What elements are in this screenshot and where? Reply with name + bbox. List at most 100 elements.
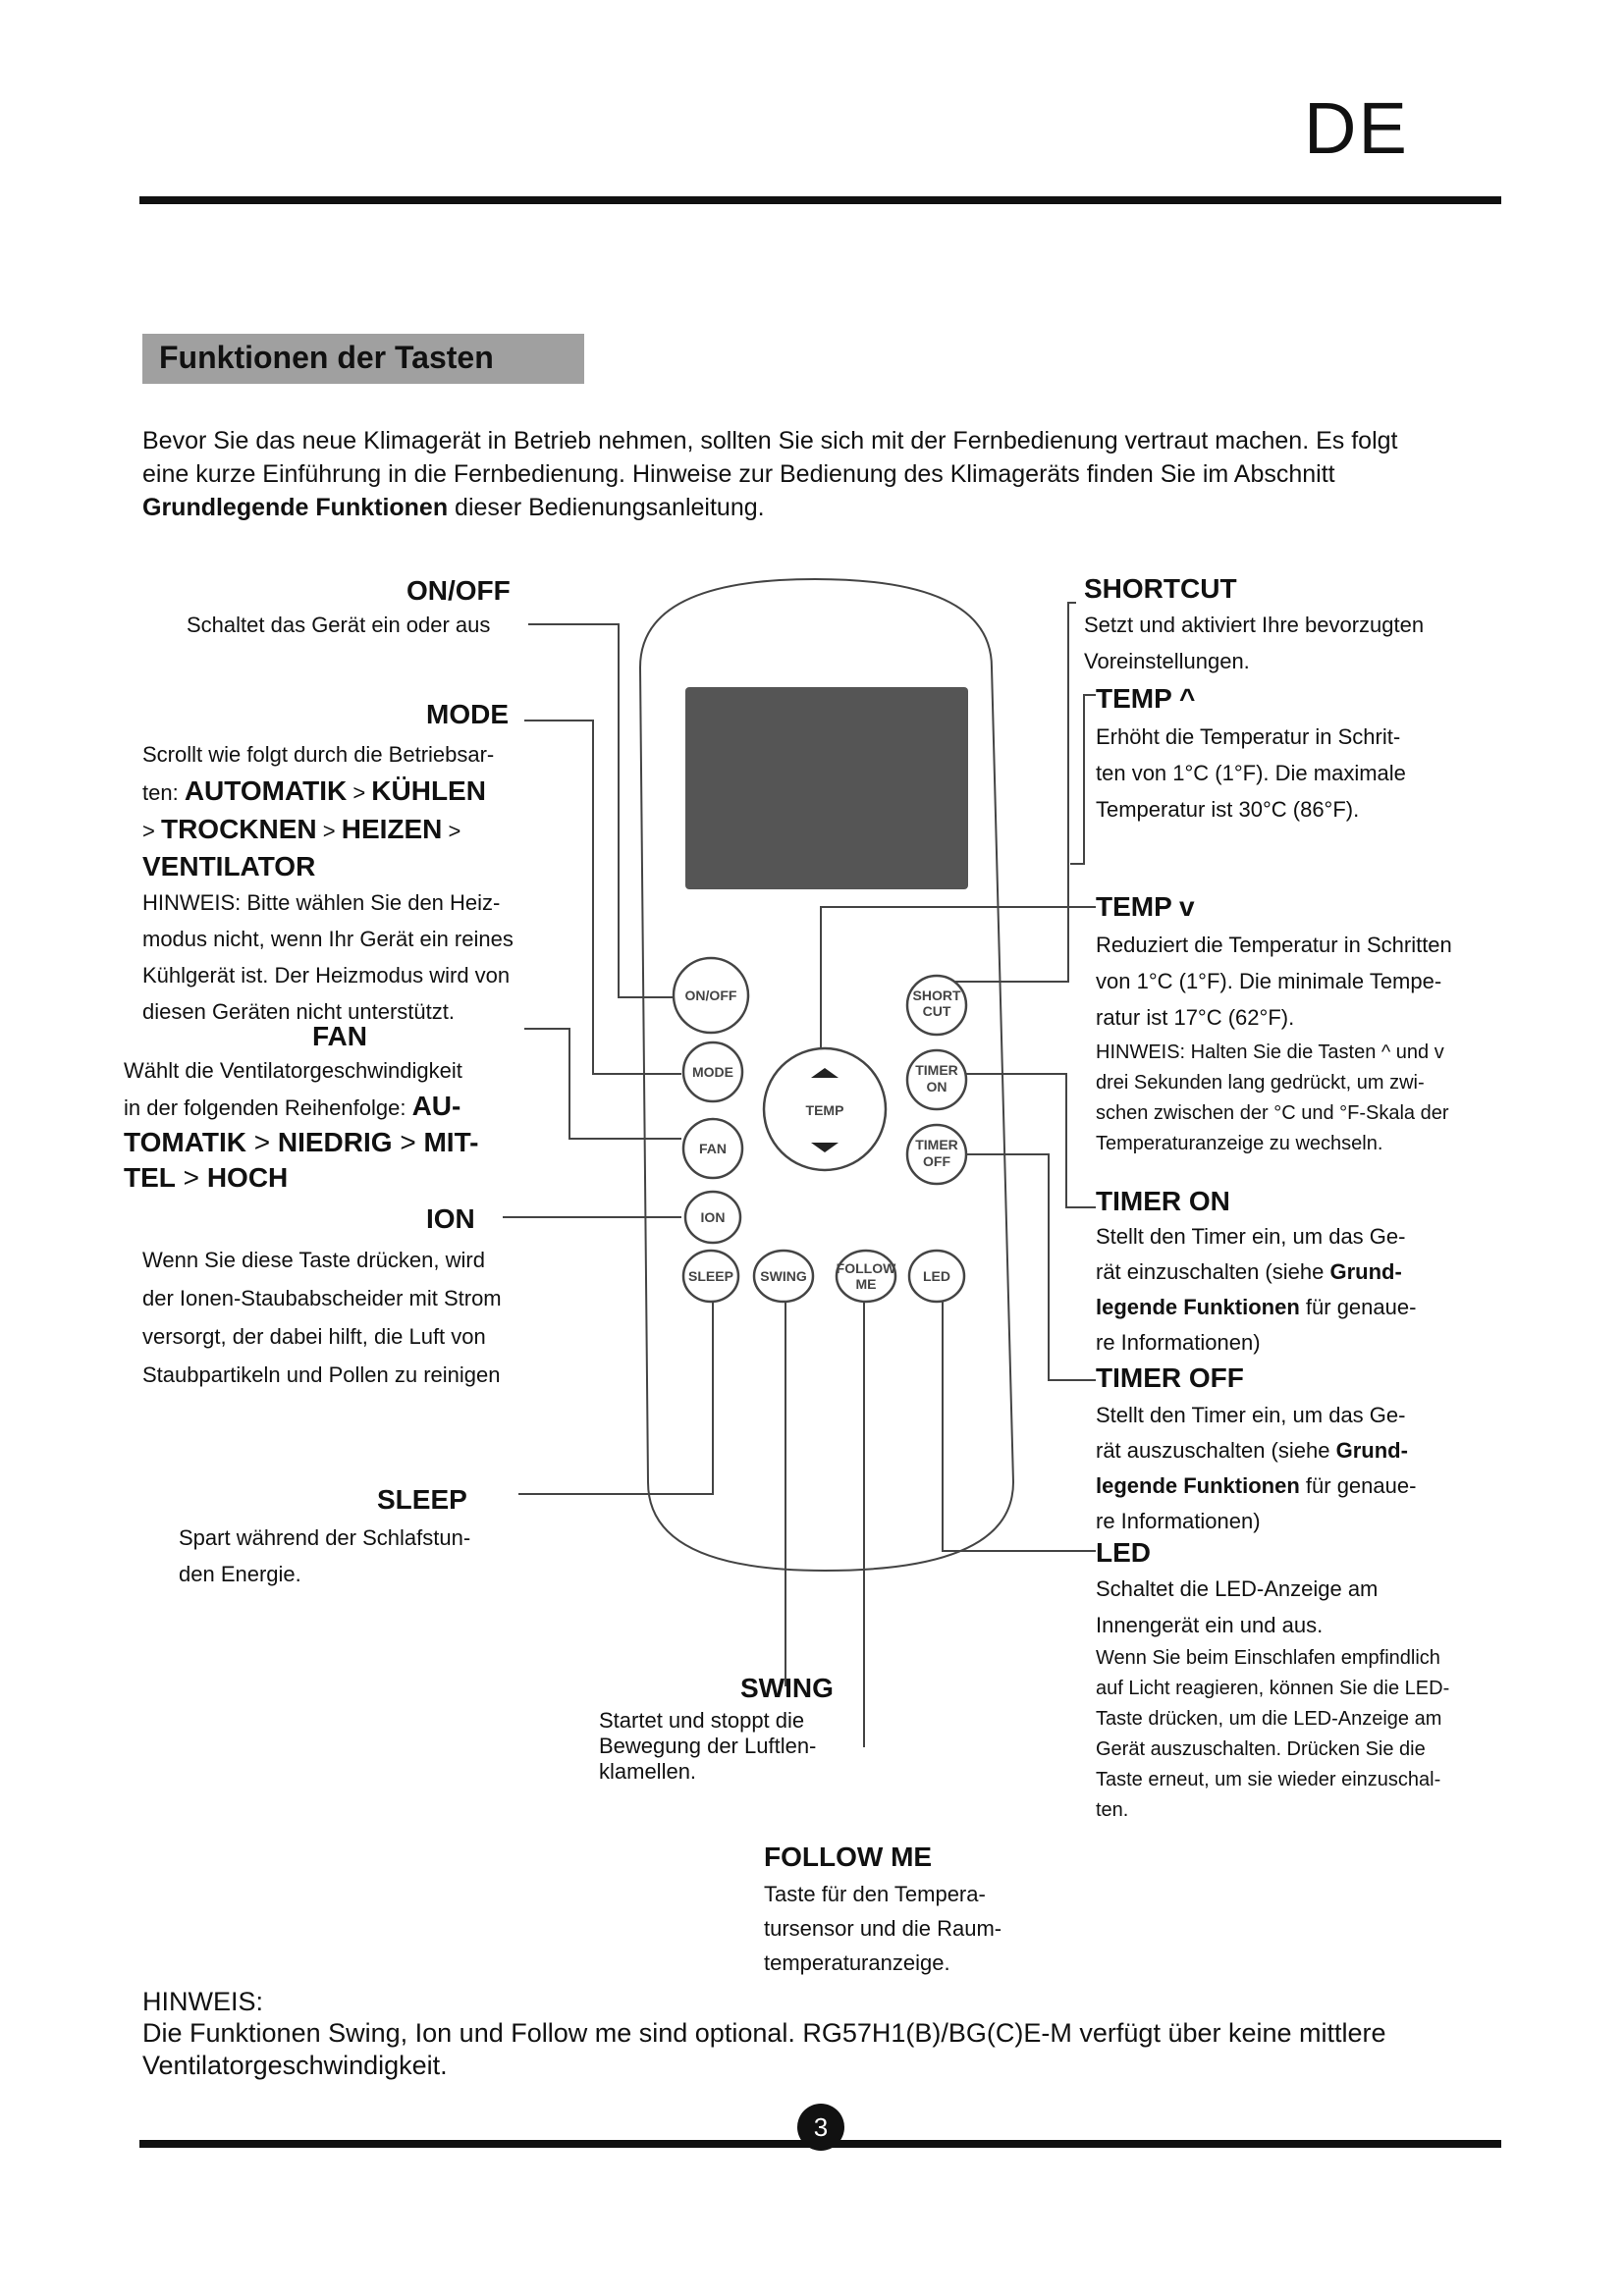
onoff-button-label: ON/OFF <box>685 988 737 1003</box>
timeron-leader <box>962 1074 1096 1207</box>
fan-line-2: in der folgenden Reihenfolge: AU- <box>124 1088 556 1125</box>
tempdown-line-1: Reduziert die Temperatur in Schritten <box>1096 927 1452 963</box>
follow-line-1: Taste für den Tempera- <box>764 1877 1001 1911</box>
follow-description: Taste für den Tempera- tursensor und die… <box>764 1877 1001 1980</box>
temp-button-label: TEMP <box>806 1102 844 1118</box>
mode-title: MODE <box>426 699 509 730</box>
follow-line-2: tursensor und die Raum- <box>764 1911 1001 1946</box>
note-heading: HINWEIS: <box>142 1987 263 2017</box>
note-body: Die Funktionen Swing, Ion und Follow me … <box>142 2017 1517 2082</box>
tempup-line-3: Temperatur ist 30°C (86°F). <box>1096 791 1406 828</box>
tempup-line-1: Erhöht die Temperatur in Schrit- <box>1096 719 1406 755</box>
swing-line-1: Startet und stoppt die <box>599 1708 816 1734</box>
sleep-button-label: SLEEP <box>688 1268 733 1284</box>
timeron-line-1: Stellt den Timer ein, um das Ge- <box>1096 1219 1416 1255</box>
swing-button-label: SWING <box>760 1268 807 1284</box>
timeron-label-1: TIMER <box>915 1062 958 1078</box>
tempup-description: Erhöht die Temperatur in Schrit- ten von… <box>1096 719 1406 828</box>
shortcut-label-1: SHORT <box>913 988 961 1003</box>
tempup-title: TEMP ^ <box>1096 683 1195 715</box>
follow-line-3: temperaturanzeige. <box>764 1946 1001 1980</box>
ion-title: ION <box>426 1203 475 1235</box>
led-note-4: Gerät auszuschalten. Drücken Sie die <box>1096 1735 1449 1765</box>
follow-title: FOLLOW ME <box>764 1842 932 1873</box>
ion-line-2: der Ionen-Staubabscheider mit Strom <box>142 1279 574 1317</box>
timeroff-leader <box>962 1154 1096 1380</box>
led-note-5: Taste erneut, um sie wieder einzuschal- <box>1096 1765 1449 1795</box>
sleep-line-1: Spart während der Schlafstun- <box>179 1520 470 1556</box>
tempdown-note-4: Temperaturanzeige zu wechseln. <box>1096 1129 1452 1159</box>
swing-line-2: Bewegung der Luftlen- <box>599 1734 816 1759</box>
ion-button-label: ION <box>701 1209 726 1225</box>
led-note-6: ten. <box>1096 1795 1449 1826</box>
timeron-label-2: ON <box>927 1079 947 1095</box>
shortcut-line-2: Voreinstellungen. <box>1084 643 1424 679</box>
shortcut-label-2: CUT <box>923 1003 951 1019</box>
mode-note-1: HINWEIS: Bitte wählen Sie den Heiz- <box>142 884 555 921</box>
mode-description: Scrollt wie folgt durch die Betriebsar- … <box>142 736 555 1030</box>
tempdown-leader <box>821 907 1096 1050</box>
led-description: Schaltet die LED-Anzeige am Innengerät e… <box>1096 1571 1449 1826</box>
ion-description: Wenn Sie diese Taste drücken, wird der I… <box>142 1241 574 1394</box>
fan-description: Wählt die Ventilatorgeschwindigkeit in d… <box>124 1054 556 1196</box>
mode-line-4: VENTILATOR <box>142 849 555 884</box>
follow-label-1: FOLLOW <box>837 1260 896 1276</box>
mode-line-3: > TROCKNEN > HEIZEN > <box>142 811 555 849</box>
sleep-line-2: den Energie. <box>179 1556 470 1592</box>
led-leader <box>943 1294 1096 1551</box>
fan-line-4: TEL > HOCH <box>124 1160 556 1196</box>
timeron-line-4: re Informationen) <box>1096 1325 1416 1361</box>
timeron-description: Stellt den Timer ein, um das Ge- rät ein… <box>1096 1219 1416 1361</box>
tempdown-note-2: drei Sekunden lang gedrückt, um zwi- <box>1096 1068 1452 1098</box>
timeroff-line-3: legende Funktionen für genaue- <box>1096 1468 1416 1504</box>
tempup-leader <box>1070 695 1096 864</box>
mode-line-1: Scrollt wie folgt durch die Betriebsar- <box>142 736 555 773</box>
led-title: LED <box>1096 1537 1151 1569</box>
shortcut-line-1: Setzt und aktiviert Ihre bevorzugten <box>1084 607 1424 643</box>
swing-title: SWING <box>740 1673 834 1704</box>
led-line-1: Schaltet die LED-Anzeige am <box>1096 1571 1449 1607</box>
shortcut-title: SHORTCUT <box>1084 573 1237 605</box>
timeroff-label-2: OFF <box>923 1153 950 1169</box>
timeron-line-3: legende Funktionen für genaue- <box>1096 1290 1416 1325</box>
tempup-line-2: ten von 1°C (1°F). Die maximale <box>1096 755 1406 791</box>
tempdown-line-3: ratur ist 17°C (62°F). <box>1096 999 1452 1036</box>
led-note-1: Wenn Sie beim Einschlafen empfindlich <box>1096 1643 1449 1674</box>
timeron-line-2: rät einzuschalten (siehe Grund- <box>1096 1255 1416 1290</box>
fan-line-3: TOMATIK > NIEDRIG > MIT- <box>124 1125 556 1160</box>
led-note-2: auf Licht reagieren, können Sie die LED- <box>1096 1674 1449 1704</box>
mode-line-2: ten: AUTOMATIK > KÜHLEN <box>142 773 555 811</box>
led-line-2: Innengerät ein und aus. <box>1096 1607 1449 1643</box>
follow-label-2: ME <box>856 1276 877 1292</box>
mode-button-label: MODE <box>692 1064 733 1080</box>
sleep-title: SLEEP <box>377 1484 467 1516</box>
tempdown-line-2: von 1°C (1°F). Die minimale Tempe- <box>1096 963 1452 999</box>
ion-line-1: Wenn Sie diese Taste drücken, wird <box>142 1241 574 1279</box>
fan-button-label: FAN <box>699 1141 727 1156</box>
page-number: 3 <box>797 2104 844 2151</box>
onoff-title: ON/OFF <box>406 575 511 607</box>
tempdown-note-1: HINWEIS: Halten Sie die Tasten ^ und v <box>1096 1038 1452 1068</box>
led-note-3: Taste drücken, um die LED-Anzeige am <box>1096 1704 1449 1735</box>
timeroff-label-1: TIMER <box>915 1137 958 1152</box>
shortcut-description: Setzt und aktiviert Ihre bevorzugten Vor… <box>1084 607 1424 679</box>
fan-line-1: Wählt die Ventilatorgeschwindigkeit <box>124 1054 556 1088</box>
fan-title: FAN <box>312 1021 367 1052</box>
timeroff-title: TIMER OFF <box>1096 1362 1244 1394</box>
timeroff-line-2: rät auszuschalten (siehe Grund- <box>1096 1433 1416 1468</box>
remote-display <box>685 687 968 889</box>
mode-note-3: Kühlgerät ist. Der Heizmodus wird von <box>142 957 555 993</box>
timeroff-description: Stellt den Timer ein, um das Ge- rät aus… <box>1096 1398 1416 1539</box>
ion-line-4: Staubpartikeln und Pollen zu reinigen <box>142 1356 574 1394</box>
swing-line-3: klamellen. <box>599 1759 816 1785</box>
onoff-text: Schaltet das Gerät ein oder aus <box>187 607 490 643</box>
tempdown-title: TEMP v <box>1096 891 1195 923</box>
timeroff-line-1: Stellt den Timer ein, um das Ge- <box>1096 1398 1416 1433</box>
led-button-label: LED <box>923 1268 950 1284</box>
timeroff-line-4: re Informationen) <box>1096 1504 1416 1539</box>
tempdown-note-3: schen zwischen der °C und °F-Skala der <box>1096 1098 1452 1129</box>
tempdown-description: Reduziert die Temperatur in Schritten vo… <box>1096 927 1452 1159</box>
swing-description: Startet und stoppt die Bewegung der Luft… <box>599 1708 816 1785</box>
sleep-description: Spart während der Schlafstun- den Energi… <box>179 1520 470 1592</box>
timeron-title: TIMER ON <box>1096 1186 1230 1217</box>
